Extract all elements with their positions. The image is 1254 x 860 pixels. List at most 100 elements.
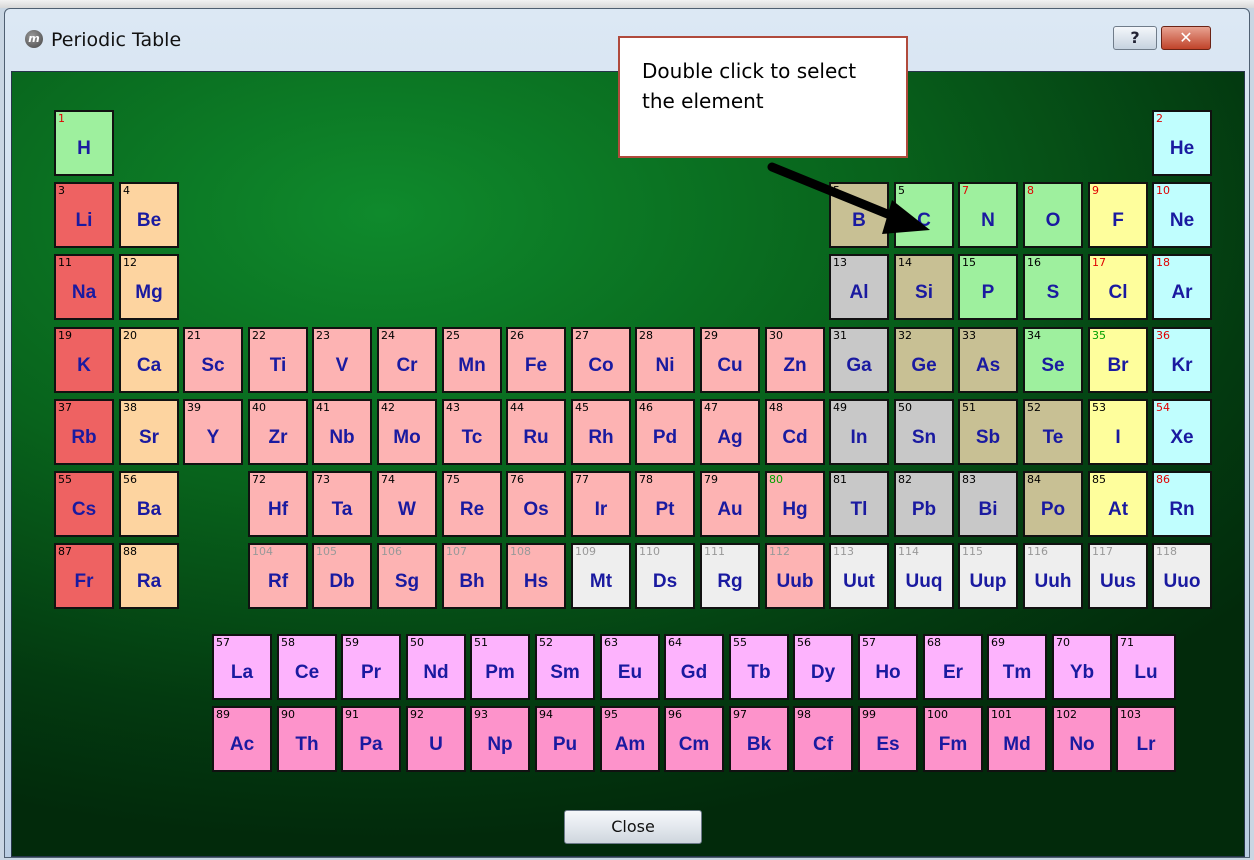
title-bar[interactable]: m Periodic Table ? ✕ (5, 9, 1249, 71)
help-button[interactable]: ? (1113, 26, 1157, 50)
close-button[interactable]: Close (564, 810, 702, 844)
close-x-icon[interactable]: ✕ (1161, 26, 1211, 50)
